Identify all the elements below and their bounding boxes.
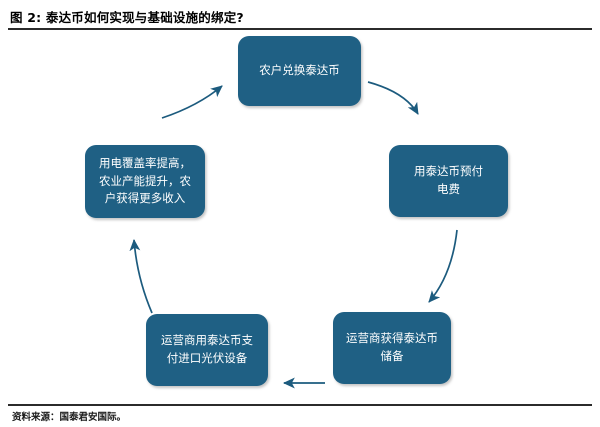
- node-operator-pay-pv-equipment[interactable]: 运营商用泰达币支付进口光伏设备: [146, 314, 268, 386]
- footer-divider: [8, 404, 592, 406]
- arrow-bottom-left-to-left-icon: [129, 238, 153, 314]
- node-label: 运营商用泰达币支付进口光伏设备: [161, 333, 253, 365]
- arrow-left-to-top-icon: [161, 85, 223, 119]
- title-divider: [8, 28, 592, 30]
- arrow-layer: [129, 81, 458, 389]
- node-farmer-exchange-usdt[interactable]: 农户兑换泰达币: [238, 36, 361, 106]
- node-label: 用泰达币预付电费: [414, 164, 483, 196]
- node-label: 运营商获得泰达币储备: [346, 331, 438, 363]
- arrow-top-to-right-icon: [367, 81, 419, 115]
- node-label: 农户兑换泰达币: [259, 63, 340, 78]
- node-label: 用电覆盖率提高，农业产能提升，农户获得更多收入: [99, 155, 191, 206]
- node-prepay-electricity-usdt[interactable]: 用泰达币预付电费: [389, 145, 508, 217]
- node-coverage-yield-income-up[interactable]: 用电覆盖率提高，农业产能提升，农户获得更多收入: [85, 145, 205, 218]
- page-title: 图 2: 泰达币如何实现与基础设施的绑定?: [10, 10, 244, 25]
- arrow-right-to-bottom-right-icon: [428, 229, 458, 303]
- node-operator-usdt-reserve[interactable]: 运营商获得泰达币储备: [333, 312, 451, 384]
- source-note: 资料来源：国泰君安国际。: [12, 412, 127, 423]
- cycle-diagram: 农户兑换泰达币 用泰达币预付电费 运营商获得泰达币储备 运营商用泰达币支付进口光…: [0, 30, 600, 402]
